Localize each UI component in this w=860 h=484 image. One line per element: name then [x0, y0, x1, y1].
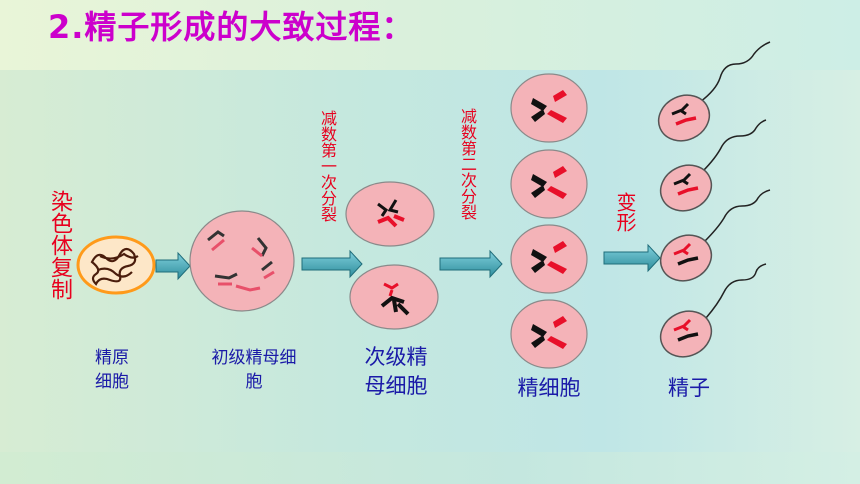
sperm-label: 精子 — [668, 376, 710, 400]
secondary-spermatocyte-label: 次级精 母细胞 — [346, 343, 446, 401]
spermatid-cell-1 — [510, 73, 588, 143]
arrow-4 — [603, 243, 661, 273]
page-title: 2.精子形成的大致过程： — [48, 8, 415, 46]
primary-spermatocyte-cell — [189, 210, 295, 312]
sperm-4 — [659, 263, 767, 358]
bottom-band — [0, 452, 860, 484]
primary-spermatocyte-label: 初级精母细 胞 — [194, 346, 314, 394]
spermatogonium-cell — [76, 235, 156, 295]
arrow-2 — [301, 249, 363, 279]
chromosome-replication-label: 染色体复制 — [47, 190, 72, 300]
spermatogonium-label-line-2: 细胞 — [95, 372, 129, 392]
arrow-3 — [439, 249, 503, 279]
spermatid-label: 精细胞 — [517, 376, 581, 400]
spermatid-cell-2 — [510, 149, 588, 219]
secondary-spermatocyte-cell-2 — [349, 264, 439, 330]
meiosis-one-label: 减数第一次分裂 — [318, 110, 337, 222]
secondary-spermatocyte-label-line-1: 次级精 — [364, 345, 428, 369]
sperm-2 — [659, 119, 767, 212]
spermatid-cell-4 — [510, 299, 588, 369]
spermatid-cell-3 — [510, 224, 588, 294]
transformation-label: 变形 — [613, 192, 637, 232]
primary-spermatocyte-label-line-2: 胞 — [245, 372, 263, 392]
meiosis-two-label: 减数第二次分裂 — [458, 108, 477, 220]
spermatogonium-label-line-1: 精原 — [95, 348, 129, 368]
spermatogonium-label: 精原 细胞 — [82, 346, 142, 394]
arrow-1 — [155, 251, 191, 281]
sperm-1 — [657, 41, 771, 142]
secondary-spermatocyte-cell-1 — [345, 181, 435, 247]
title-band — [0, 0, 860, 70]
secondary-spermatocyte-label-line-2: 母细胞 — [364, 374, 428, 398]
sperm-3 — [659, 189, 771, 282]
primary-spermatocyte-label-line-1: 初级精母细 — [211, 348, 297, 368]
